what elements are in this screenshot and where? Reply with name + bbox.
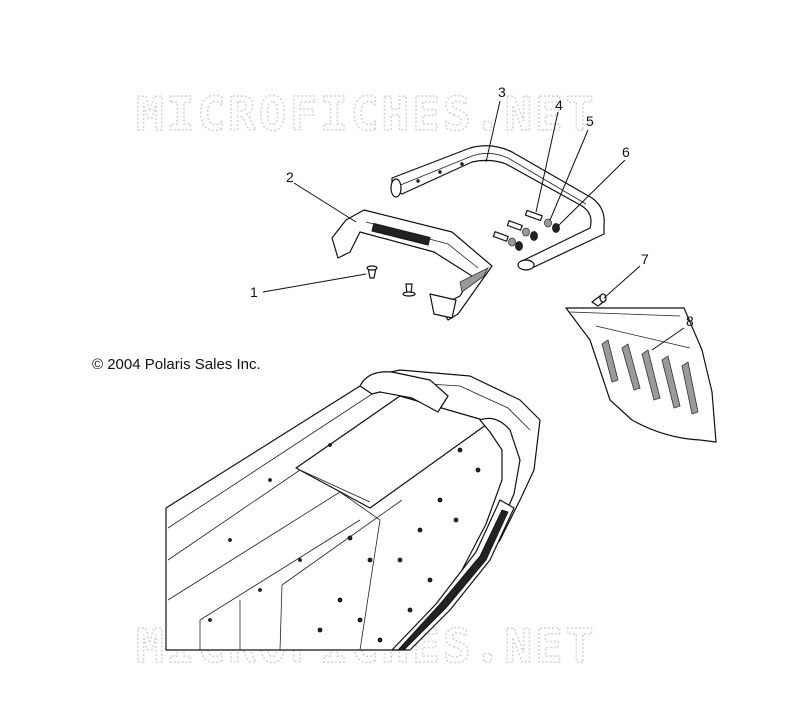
tunnel-assembly [165,369,541,651]
part-7-push-rivet[interactable] [591,293,607,307]
part-4-bolt[interactable] [492,209,543,242]
part-1-rivet[interactable] [366,265,416,297]
callout-4: 4 [555,97,563,113]
part-5-washer[interactable] [508,218,552,247]
part-6-nut[interactable] [515,223,560,251]
callout-8: 8 [686,313,694,329]
callout-3: 3 [498,84,506,100]
part-2-hitch-bracket[interactable] [331,209,493,321]
callout-5: 5 [586,113,594,129]
part-8-snow-flap[interactable] [565,307,717,443]
callout-2: 2 [286,169,294,185]
callout-7: 7 [641,251,649,267]
copyright-notice: © 2004 Polaris Sales Inc. [92,356,261,373]
callout-1: 1 [250,284,258,300]
part-3-rear-bumper[interactable] [390,145,605,271]
callout-6: 6 [622,144,630,160]
watermark-top: MICROFICHES.NET [136,87,596,141]
